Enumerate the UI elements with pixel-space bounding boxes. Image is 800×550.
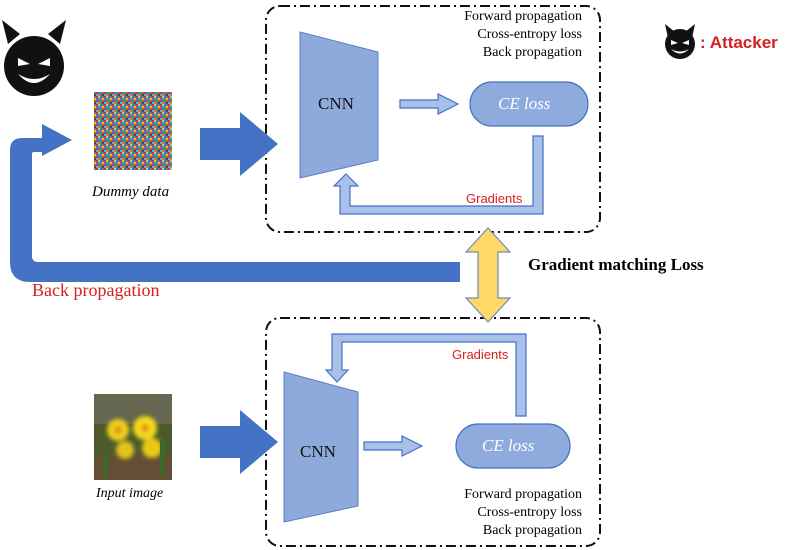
top-ce-loss-label: CE loss [498,94,551,113]
bottom-legend-forward: Forward propagation [464,487,582,502]
top-panel-frame [265,5,601,233]
top-legend-back: Back propagation [482,45,582,60]
back-propagation-label: Back propagation [32,280,160,300]
bottom-ce-loss-label: CE loss [482,436,535,455]
dummy-data-image [94,92,172,170]
bottom-panel-frame [265,317,601,547]
bottom-legend-back: Back propagation [482,523,582,538]
top-cnn-label: CNN [318,94,354,113]
bottom-input-arrow [200,410,278,474]
bottom-cnn-block [283,371,359,523]
bottom-ce-loss-box [455,423,571,469]
top-legend-ce: Cross-entropy loss [477,27,582,42]
top-cnn-block [299,31,379,179]
back-propagation-arrow [10,124,460,282]
top-legend-forward: Forward propagation [464,9,582,24]
bottom-gradients-label: Gradients [452,347,509,362]
top-gradients-label: Gradients [466,191,523,206]
top-input-arrow [200,112,278,176]
attacker-legend-label: : Attacker [700,33,778,52]
bottom-forward-arrow [363,435,424,457]
bottom-legend: Forward propagation Cross-entropy loss B… [464,486,582,540]
bottom-cnn-label: CNN [300,442,336,461]
devil-small-icon [665,24,695,59]
top-ce-loss-box [469,81,589,127]
top-gradient-arrow [332,135,544,215]
top-legend: Forward propagation Cross-entropy loss B… [464,8,582,62]
dummy-data-label: Dummy data [92,184,170,200]
gradient-matching-arrow [464,227,512,323]
input-image [94,394,172,480]
input-image-label: Input image [96,486,164,501]
gradient-matching-label: Gradient matching Loss [528,255,704,274]
bottom-legend-ce: Cross-entropy loss [477,505,582,520]
bottom-gradient-arrow [324,333,527,417]
devil-icon [2,20,66,96]
top-forward-arrow [399,93,460,115]
